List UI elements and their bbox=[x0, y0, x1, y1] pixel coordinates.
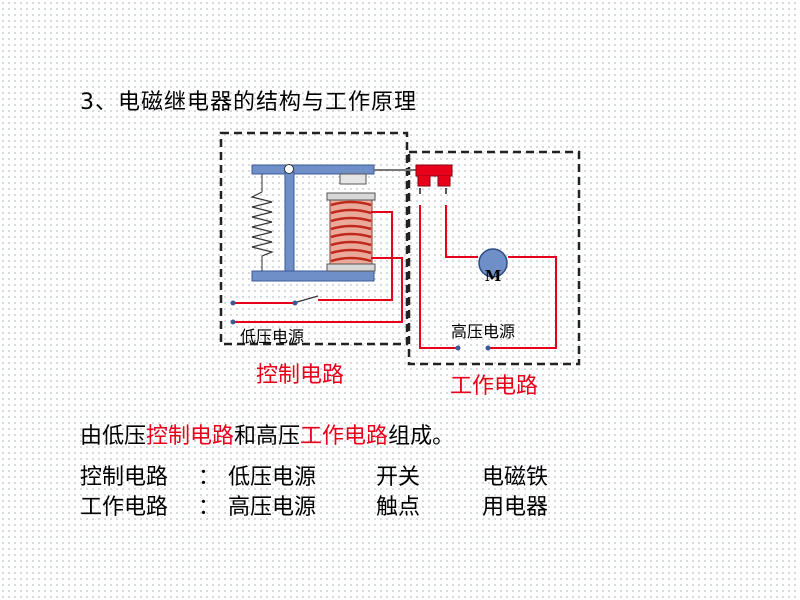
armature bbox=[339, 173, 367, 185]
moving-contact bbox=[415, 164, 453, 177]
working-circuit-label: 工作电路 bbox=[450, 374, 538, 399]
control-circuit-label: 控制电路 bbox=[256, 363, 344, 388]
spring bbox=[250, 174, 274, 271]
page-title: 3、电磁继电器的结构与工作原理 bbox=[80, 90, 417, 115]
working-circuit-box bbox=[407, 150, 581, 366]
working-wires bbox=[419, 205, 557, 349]
low-voltage-source-label: 低压电源 bbox=[240, 327, 304, 346]
intro-sentence: 由低压控制电路和高压工作电路组成。 bbox=[80, 424, 455, 449]
control-circuit-box bbox=[219, 131, 409, 346]
high-voltage-source-label: 高压电源 bbox=[451, 322, 515, 341]
electromagnet bbox=[326, 192, 376, 272]
motor-icon: M bbox=[478, 248, 508, 285]
switch bbox=[296, 295, 319, 303]
control-wires bbox=[233, 211, 403, 323]
motor-symbol: M bbox=[485, 267, 502, 285]
